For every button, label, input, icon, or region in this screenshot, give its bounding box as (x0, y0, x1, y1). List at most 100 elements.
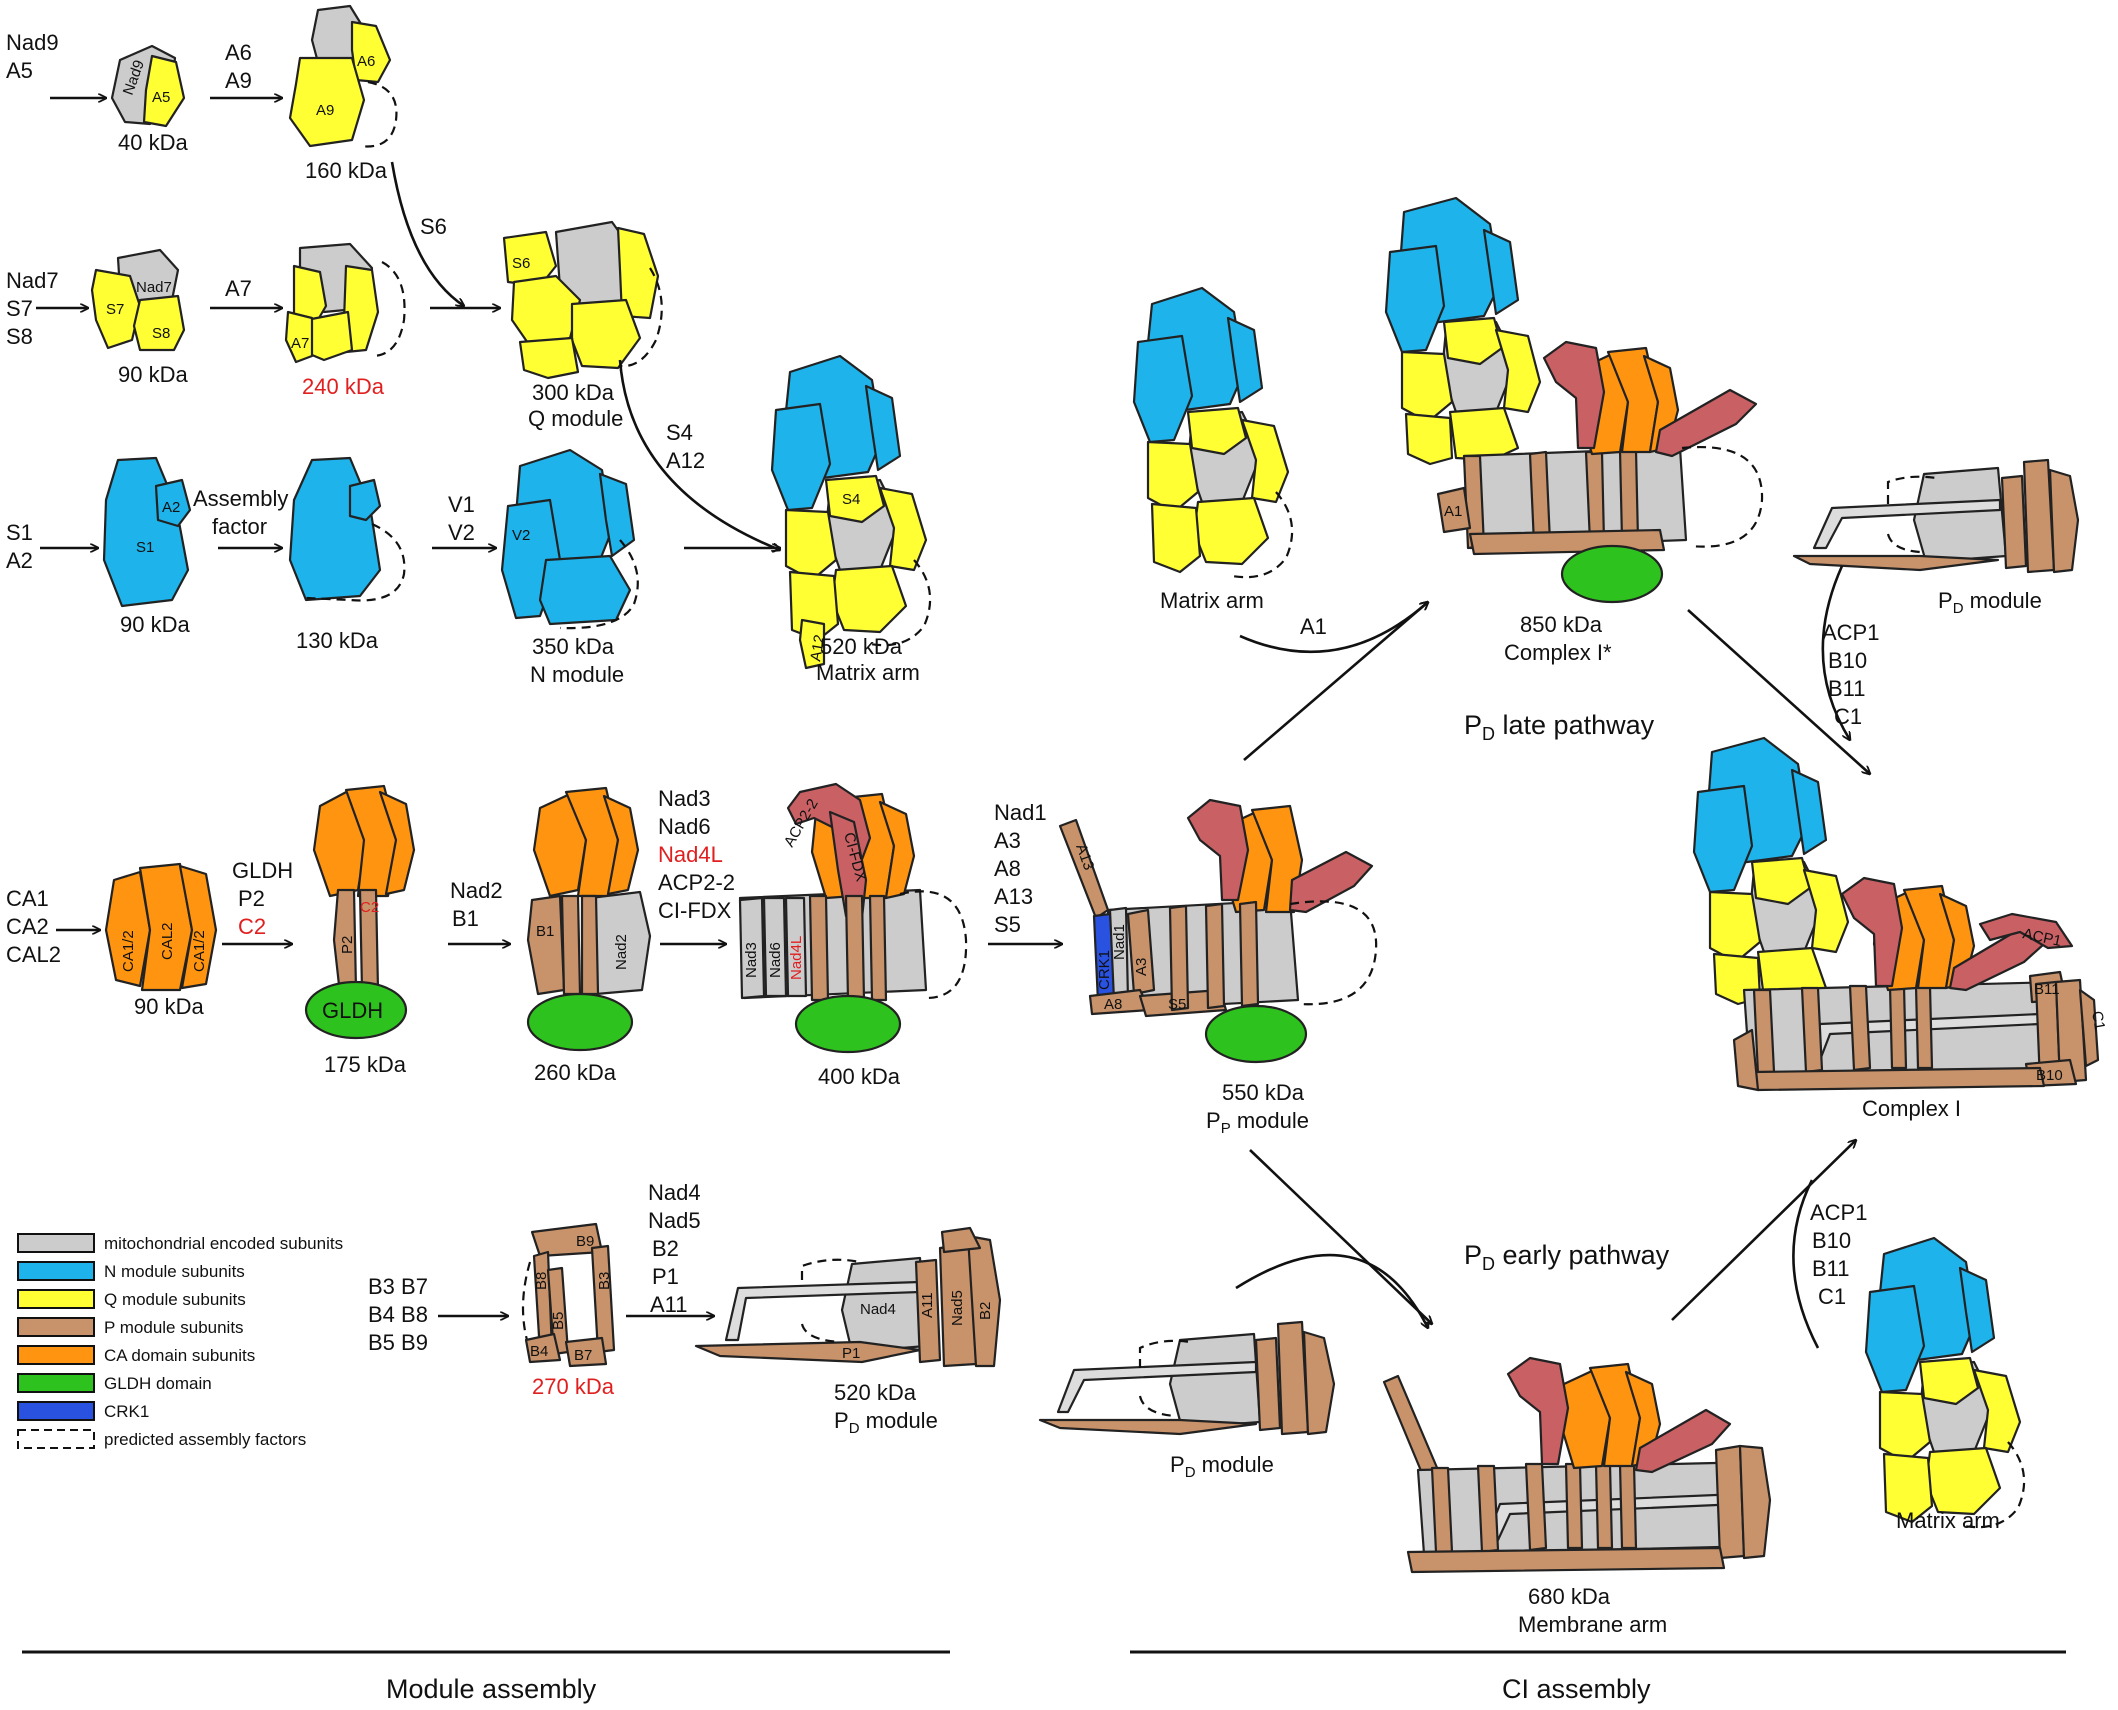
arrow-matrix-early (1792, 1179, 1820, 1349)
complex-550kda: A13 CRK1 Nad1 A3 A8 S5 (1058, 798, 1378, 1064)
p-base (1752, 1066, 2046, 1092)
legend-swatch (17, 1401, 95, 1421)
weight-90kda: 90 kDa (118, 362, 188, 387)
arrow-early-to-complex (1671, 1140, 1856, 1321)
nad4l-shape (784, 896, 808, 998)
b10-label: B10 (2036, 1067, 2063, 1084)
gldh-shape (304, 980, 408, 1040)
p-bar-5 (1594, 1462, 1614, 1550)
assembly-factor-outline (899, 890, 968, 1000)
matrix-arm-late (1132, 286, 1294, 579)
add-nad1: Nad1 (994, 800, 1047, 825)
a3-label: A3 (1133, 958, 1150, 976)
yellow-shape-2 (1802, 868, 1850, 954)
yellow-shape-2 (1972, 1368, 2022, 1454)
pd-module-early (1038, 1320, 1336, 1436)
legend-swatch (17, 1429, 95, 1449)
bar-1 (1254, 1336, 1282, 1432)
s4-label: S4 (842, 491, 860, 508)
ca12-label-a: CA1/2 (120, 930, 137, 972)
yellow-shape-1 (1442, 316, 1504, 366)
add-acp1-early: ACP1 (1810, 1200, 1867, 1225)
arrow-s6 (390, 161, 464, 306)
b11-label: B11 (2034, 981, 2060, 998)
fdx-shape (1634, 1408, 1732, 1474)
legend-label: GLDH domain (104, 1374, 212, 1393)
add-a3: A3 (994, 828, 1021, 853)
yellow-shape-4 (518, 336, 580, 380)
add-a7: A7 (225, 276, 252, 301)
p-bar-3 (1584, 450, 1606, 544)
blue-shape-2 (538, 554, 632, 626)
yellow-shape-5 (1882, 1452, 1934, 1524)
gldh-shape (1204, 1004, 1308, 1064)
nad1-label: Nad1 (1111, 924, 1128, 960)
weight-40kda: 40 kDa (118, 130, 188, 155)
p-bar-4 (1618, 448, 1640, 542)
weight-300kda: 300 kDa (532, 380, 615, 405)
complex-90kda-n: A2 S1 (102, 456, 192, 608)
a8-label: A8 (1104, 996, 1122, 1013)
ca12-label-b: CA1/2 (191, 930, 208, 972)
pd-module-late (1792, 458, 2080, 574)
p-path: CA1 CA2 CAL2 CA1/2 CAL2 CA1/2 90 kDa GLD… (6, 782, 1378, 1137)
acp-shape (1506, 1356, 1570, 1466)
ca-shape-3 (602, 794, 640, 896)
legend-label: predicted assembly factors (104, 1430, 306, 1449)
assembly-factor-outline (521, 1261, 532, 1351)
p-bar-1 (1752, 988, 1776, 1076)
a5-shape (142, 54, 186, 128)
input-b5-b9: B5 B9 (368, 1330, 428, 1355)
matrix-arm-early (1864, 1236, 2026, 1529)
p-bar-2 (844, 894, 866, 1002)
complex-i-label: Complex I (1862, 1096, 1961, 1121)
add-acp1-late: ACP1 (1822, 620, 1879, 645)
blue-shape-2 (1864, 1284, 1926, 1394)
pd-path: B3 B7 B4 B8 B5 B9 B9 B8 B3 B5 B4 B7 270 … (368, 1180, 1002, 1437)
add-nad4l: Nad4L (658, 842, 723, 867)
assembly-factor-outline (1138, 1339, 1191, 1418)
legend-swatch (17, 1373, 95, 1393)
complex-300kda: S6 (502, 220, 663, 380)
weight-680kda: 680 kDa (1528, 1584, 1611, 1609)
a1-label: A1 (1444, 503, 1462, 520)
complex-175kda: P2 C2 GLDH (304, 784, 416, 1040)
p-bar-1 (1430, 1466, 1454, 1554)
blue-shape-3 (1226, 316, 1264, 404)
add-gldh: GLDH (232, 858, 293, 883)
n-module-label: N module (530, 662, 624, 687)
a2-shape (154, 478, 192, 528)
ca-shape-3 (378, 790, 416, 896)
input-a5: A5 (6, 58, 33, 83)
blue-shape-2 (770, 402, 832, 512)
complex-400kda: Nad3 Nad6 Nad4L ACP2-2 CI-FDX (738, 782, 968, 1054)
blue-shape-2 (1692, 784, 1754, 894)
add-v1: V1 (448, 492, 475, 517)
assembly-factor-outline (1681, 446, 1764, 548)
add-c1-early: C1 (1818, 1284, 1846, 1309)
matrix-arm-late-label: Matrix arm (1160, 588, 1264, 613)
complex-40kda: Nad9 A5 (110, 44, 186, 128)
acp-shape (1542, 340, 1606, 450)
q-path: Nad9 A5 Nad9 A5 40 kDa A6 A9 A6 A9 160 k… (6, 4, 663, 431)
s7-shape (90, 268, 142, 350)
a7-shape (284, 310, 314, 364)
yellow-shape-3 (1708, 890, 1762, 964)
yellow-shape-3 (1146, 440, 1200, 514)
b9-label: B9 (576, 1233, 594, 1250)
p-bar-6 (1618, 1462, 1638, 1550)
early-pathway-title: PD early pathway (1464, 1240, 1670, 1274)
bar-1 (2000, 474, 2028, 570)
b2-shape (966, 1234, 1002, 1368)
add-b10-early: B10 (1812, 1228, 1851, 1253)
pp-module-label: PP module (1206, 1108, 1309, 1137)
grey-body (1168, 1332, 1262, 1430)
complex-520kda-pd: Nad4 P1 A11 Nad5 B2 (694, 1226, 1002, 1368)
acp-shape (1840, 876, 1904, 988)
s6-shape (502, 230, 558, 288)
arrow-s4-a12 (618, 359, 780, 550)
blue-shape-3 (1482, 228, 1520, 316)
add-b1: B1 (452, 906, 479, 931)
input-s1: S1 (6, 520, 33, 545)
p1-bar (1038, 1418, 1258, 1436)
